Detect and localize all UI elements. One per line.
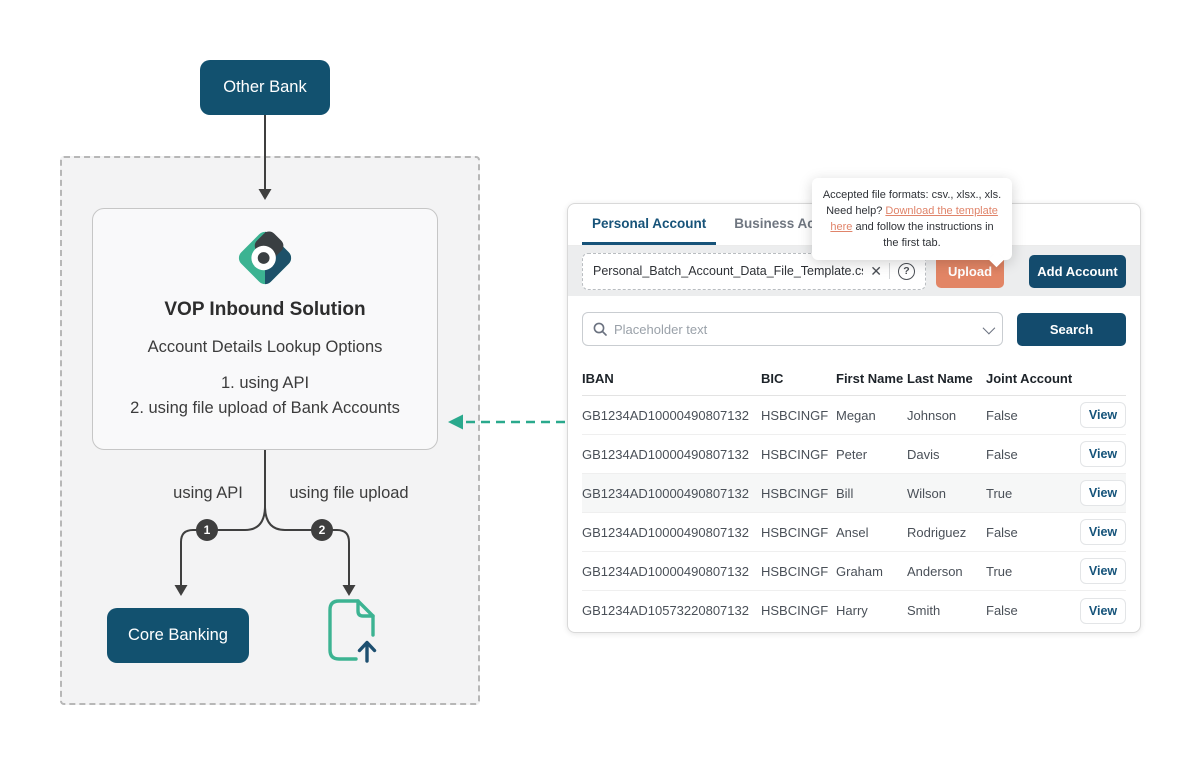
- view-button[interactable]: View: [1080, 597, 1126, 624]
- branch-label-using-api: using API: [173, 484, 243, 502]
- search-input[interactable]: [614, 321, 983, 337]
- vop-inbound-solution-box: VOP Inbound Solution Account Details Loo…: [92, 208, 438, 450]
- tooltip-text-before: Accepted file formats: csv., xlsx., xls.…: [822, 189, 1002, 217]
- cell-joint-account: False: [986, 524, 1018, 540]
- vop-subtitle: Account Details Lookup Options: [147, 338, 383, 356]
- accounts-panel: Personal Account Business Account Person…: [567, 203, 1141, 633]
- vop-option-1: 1. using API: [220, 374, 310, 392]
- cell-iban: GB1234AD10000490807132: [582, 485, 749, 501]
- cell-bic: HSBCINGF: [761, 407, 829, 423]
- cell-iban: GB1234AD10000490807132: [582, 524, 749, 540]
- file-upload-icon: [328, 599, 377, 663]
- column-header-last-name: Last Name: [907, 371, 973, 386]
- search-row: Search: [568, 296, 1140, 362]
- search-button[interactable]: Search: [1017, 312, 1126, 346]
- upload-button[interactable]: Upload: [936, 254, 1004, 288]
- cell-joint-account: True: [986, 485, 1013, 501]
- cell-bic: HSBCINGF: [761, 485, 829, 501]
- accounts-table: IBAN BIC First Name Last Name Joint Acco…: [582, 362, 1126, 632]
- chip-divider: [889, 263, 890, 279]
- cell-iban: GB1234AD10000490807132: [582, 446, 749, 462]
- tooltip-text-after: and follow the instructions in the first…: [852, 221, 994, 249]
- column-header-iban: IBAN: [582, 371, 614, 386]
- cell-last-name: Rodriguez: [907, 524, 967, 540]
- branch-badge-1: 1: [196, 519, 218, 541]
- cell-last-name: Davis: [907, 446, 940, 462]
- add-account-button[interactable]: Add Account: [1029, 254, 1126, 288]
- cell-bic: HSBCINGF: [761, 603, 829, 618]
- cell-first-name: Graham: [836, 563, 883, 579]
- table-row: GB1234AD10000490807132 HSBCINGF Peter Davis…: [582, 435, 1126, 474]
- cell-joint-account: True: [986, 563, 1013, 579]
- tab-personal-account[interactable]: Personal Account: [582, 204, 717, 245]
- cell-first-name: Megan: [836, 407, 876, 423]
- cell-iban: GB1234AD10573220807132: [582, 603, 749, 618]
- search-icon: [593, 322, 607, 336]
- cell-joint-account: False: [986, 603, 1018, 618]
- cell-last-name: Anderson: [907, 563, 963, 579]
- cell-last-name: Wilson: [907, 485, 947, 501]
- table-row: GB1234AD10573220807132 HSBCINGF Harry Smith…: [582, 591, 1126, 630]
- view-button[interactable]: View: [1080, 402, 1126, 428]
- upload-help-tooltip: Accepted file formats: csv., xlsx., xls.…: [812, 178, 1012, 268]
- clear-file-icon[interactable]: ✕: [870, 262, 882, 279]
- column-header-bic: BIC: [761, 371, 784, 386]
- selected-file-name: Personal_Batch_Account_Data_File_Templat…: [593, 264, 864, 278]
- table-header: IBAN BIC First Name Last Name Joint Acco…: [582, 362, 1126, 396]
- table-row: GB1234AD10000490807132 HSBCINGF Graham Ande…: [582, 552, 1126, 591]
- vop-option-2: 2. using file upload of Bank Accounts: [130, 399, 400, 417]
- table-row: GB1234AD10000490807132 HSBCINGF Megan Johns…: [582, 396, 1126, 435]
- cell-first-name: Ansel: [836, 524, 869, 540]
- vop-title: VOP Inbound Solution: [164, 299, 366, 320]
- core-banking-node[interactable]: Core Banking: [107, 608, 249, 663]
- help-icon[interactable]: ?: [898, 262, 915, 280]
- cell-first-name: Bill: [836, 485, 854, 501]
- cell-joint-account: False: [986, 407, 1018, 423]
- cell-first-name: Harry: [836, 603, 868, 618]
- cell-bic: HSBCINGF: [761, 563, 829, 579]
- view-button[interactable]: View: [1080, 558, 1126, 584]
- cell-last-name: Johnson: [907, 407, 957, 423]
- column-header-joint-account: Joint Account: [986, 371, 1073, 386]
- other-bank-node[interactable]: Other Bank: [200, 60, 330, 115]
- chevron-down-icon[interactable]: [982, 321, 996, 334]
- column-header-first-name: First Name: [836, 371, 904, 386]
- cell-bic: HSBCINGF: [761, 446, 829, 462]
- view-button[interactable]: View: [1080, 441, 1126, 467]
- cell-iban: GB1234AD10000490807132: [582, 407, 749, 423]
- cell-joint-account: False: [986, 446, 1018, 462]
- vop-logo-icon: [238, 229, 294, 287]
- cell-bic: HSBCINGF: [761, 524, 829, 540]
- cell-last-name: Smith: [907, 603, 941, 618]
- branch-label-using-file-upload: using file upload: [289, 484, 409, 502]
- table-row: GB1234AD10000490807132 HSBCINGF Bill Wilson…: [582, 474, 1126, 513]
- table-row: GB1234AD10000490807132 HSBCINGF Ansel Rodri…: [582, 513, 1126, 552]
- view-button[interactable]: View: [1080, 480, 1126, 506]
- download-template-link[interactable]: Download the template here: [830, 205, 998, 233]
- view-button[interactable]: View: [1080, 519, 1126, 545]
- branch-badge-2: 2: [311, 519, 333, 541]
- cell-first-name: Peter: [836, 446, 868, 462]
- search-field[interactable]: [582, 312, 1003, 346]
- cell-iban: GB1234AD10000490807132: [582, 563, 749, 579]
